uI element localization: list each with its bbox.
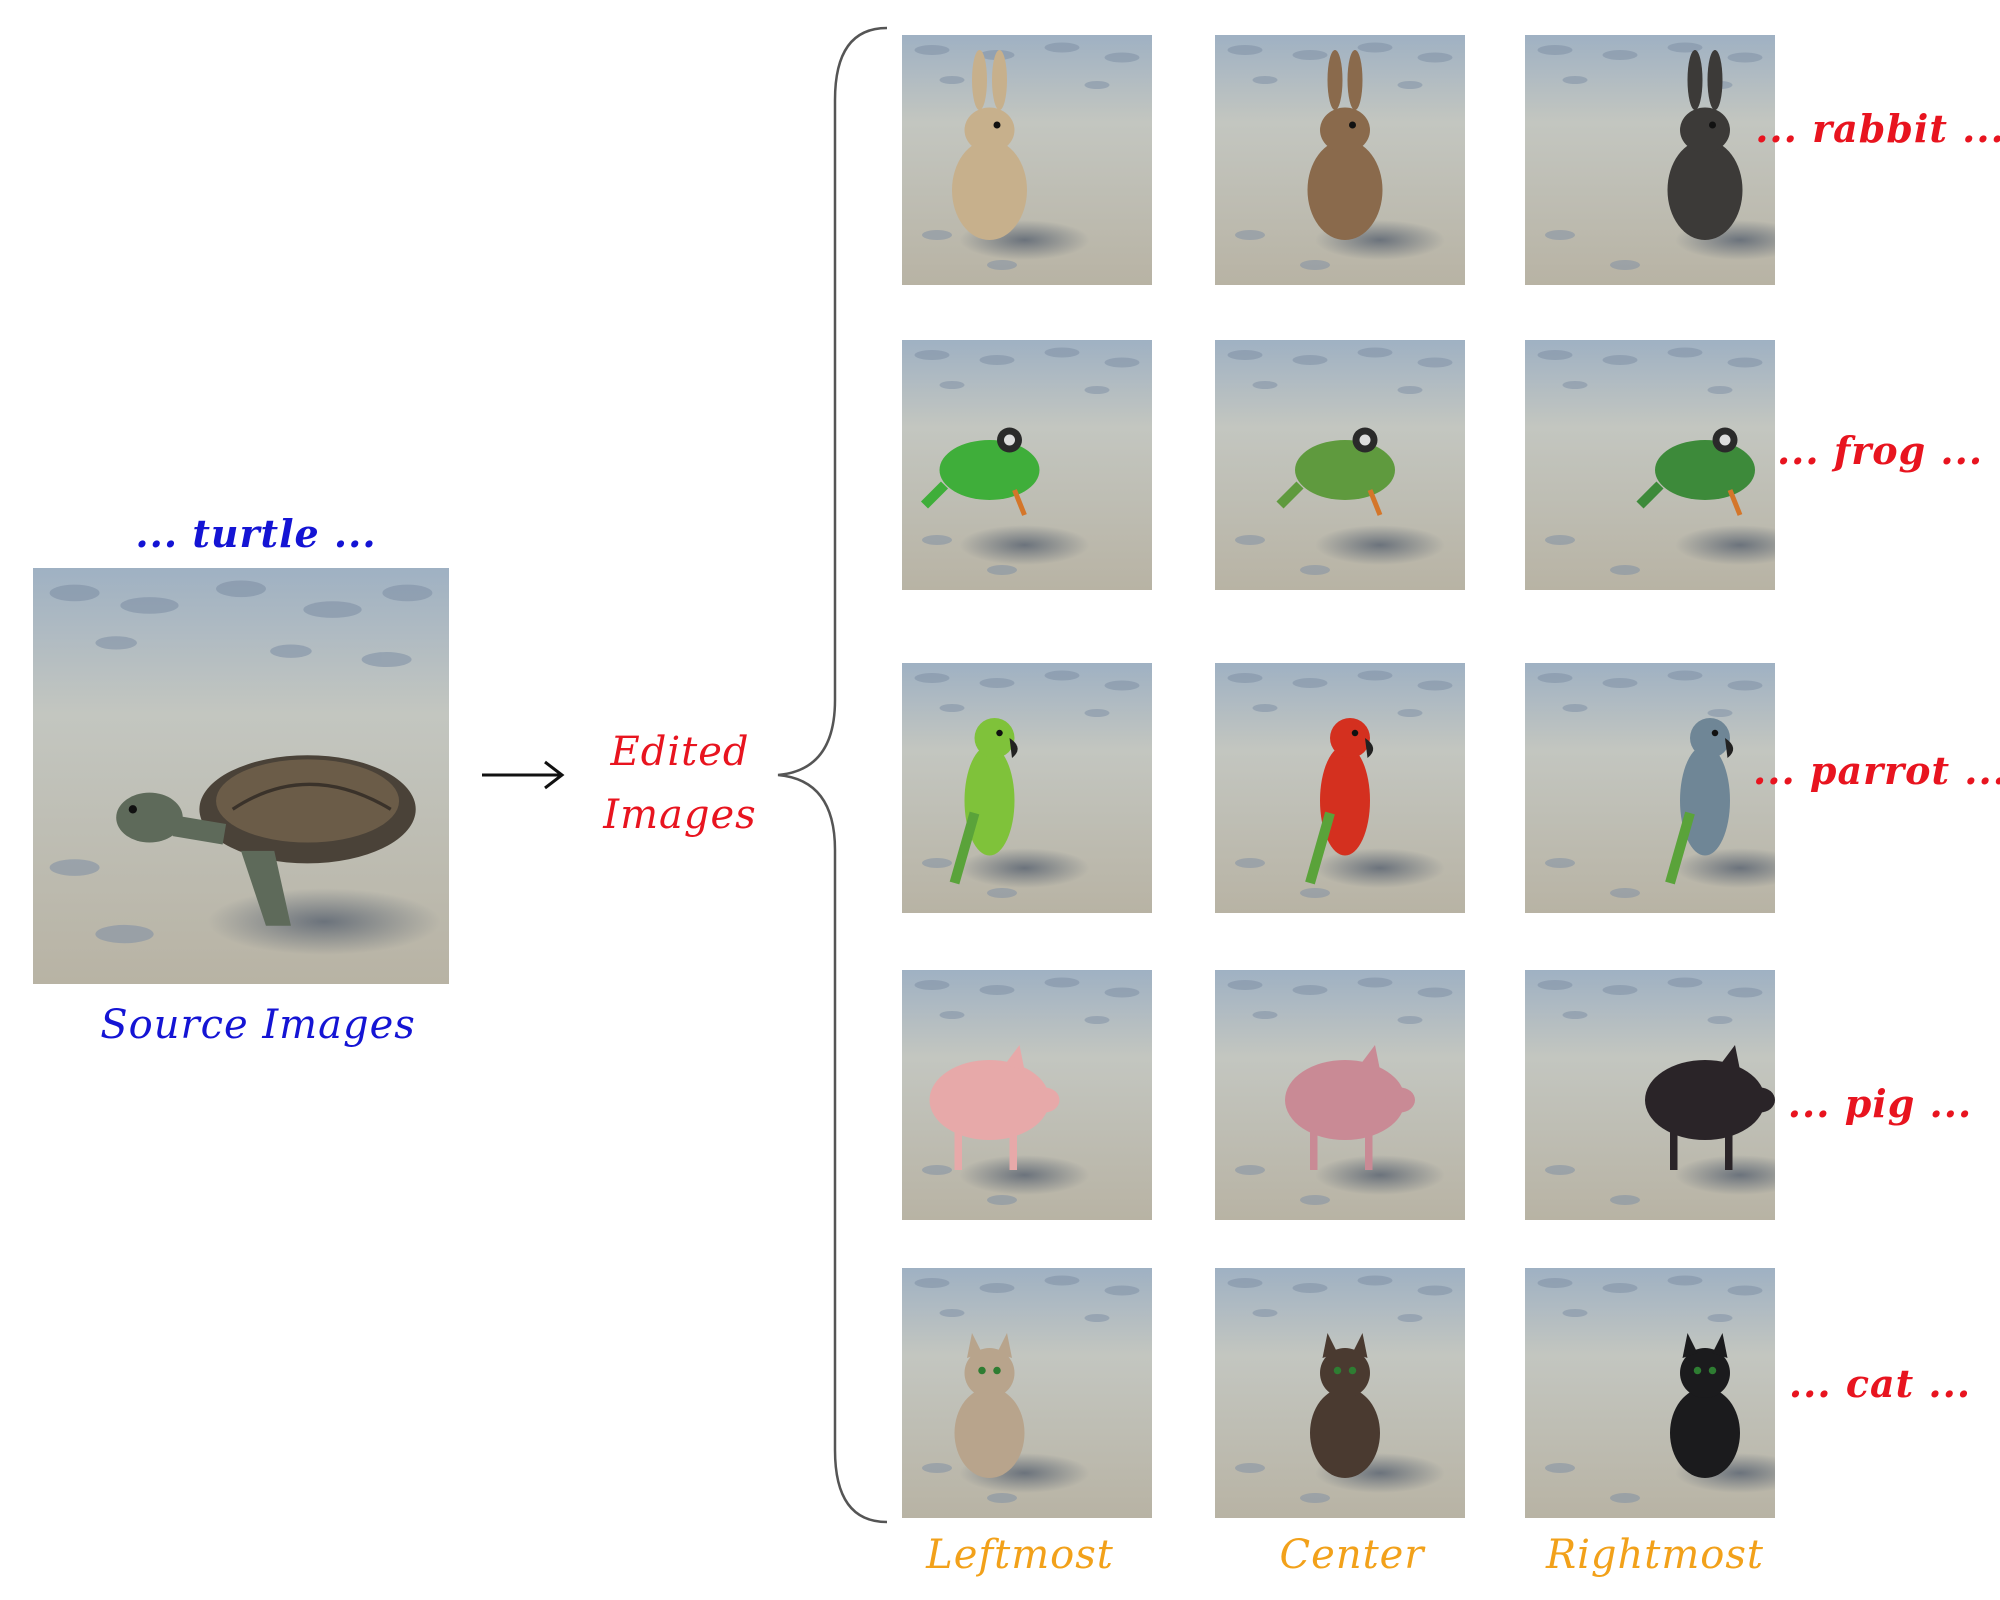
arrow-icon — [482, 760, 565, 790]
edited-image-parrot-rightmost — [1525, 663, 1775, 913]
edited-image-rabbit-rightmost — [1525, 35, 1775, 285]
column-label-center: Center — [1279, 1532, 1425, 1578]
edited-label-line2: Images — [603, 792, 757, 838]
edited-image-rabbit-leftmost — [902, 35, 1152, 285]
edited-image-pig-leftmost — [902, 970, 1152, 1220]
edited-image-cat-center — [1215, 1268, 1465, 1518]
edited-image-frog-leftmost — [902, 340, 1152, 590]
source-image-turtle — [33, 568, 449, 984]
edited-image-pig-center — [1215, 970, 1465, 1220]
edited-image-frog-rightmost — [1525, 340, 1775, 590]
edited-image-cat-leftmost — [902, 1268, 1152, 1518]
row-prompt-pig: ... pig ... — [1787, 1081, 1973, 1126]
source-prompt: ... turtle ... — [135, 511, 377, 556]
edited-image-cat-rightmost — [1525, 1268, 1775, 1518]
edited-image-rabbit-center — [1215, 35, 1465, 285]
source-label: Source Images — [100, 1002, 416, 1048]
edited-image-frog-center — [1215, 340, 1465, 590]
row-prompt-parrot: ... parrot ... — [1753, 748, 2000, 793]
row-prompt-frog: ... frog ... — [1776, 428, 1984, 473]
column-label-leftmost: Leftmost — [926, 1532, 1114, 1578]
row-prompt-cat: ... cat ... — [1788, 1361, 1972, 1406]
edited-image-pig-rightmost — [1525, 970, 1775, 1220]
row-prompt-rabbit: ... rabbit ... — [1755, 106, 2000, 151]
curly-brace — [777, 26, 888, 1524]
edited-image-parrot-leftmost — [902, 663, 1152, 913]
edited-image-parrot-center — [1215, 663, 1465, 913]
column-label-rightmost: Rightmost — [1546, 1532, 1764, 1578]
edited-label-line1: Edited — [610, 729, 750, 775]
